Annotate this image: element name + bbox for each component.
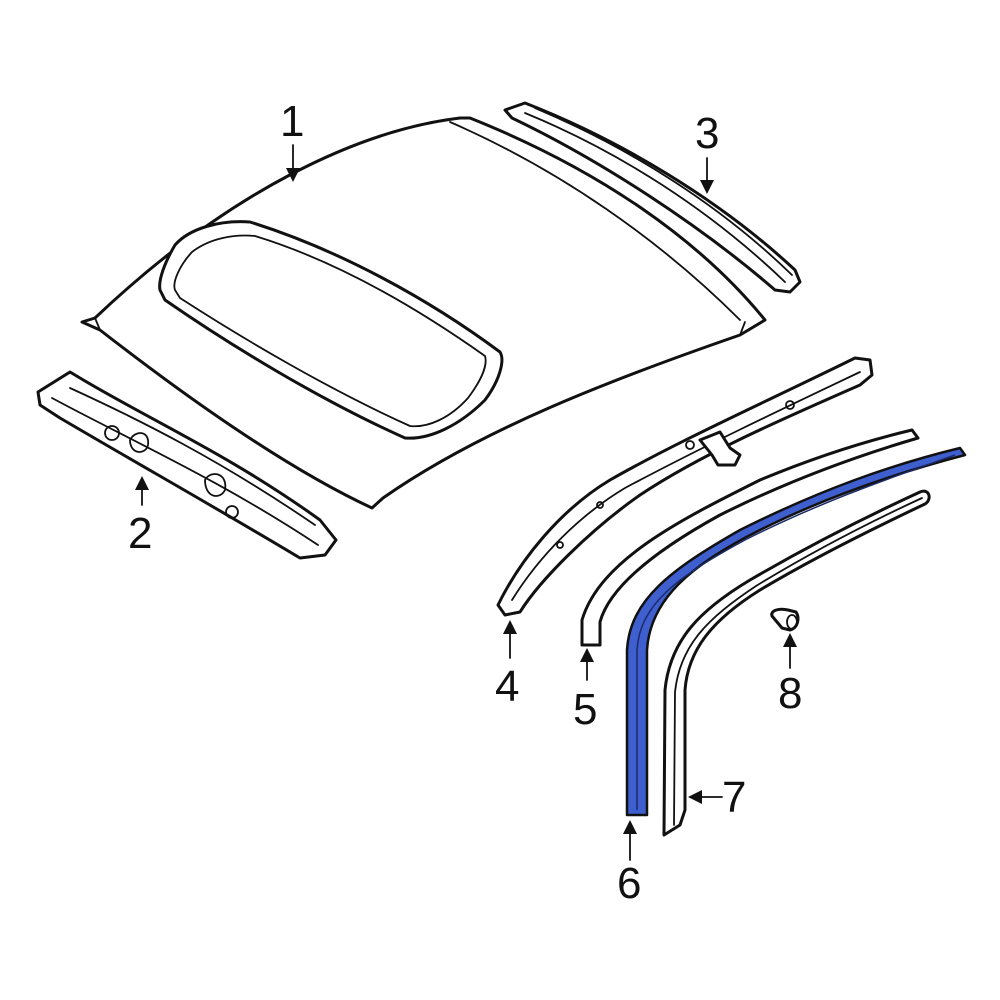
callout-5: 5 — [573, 685, 598, 734]
callout-3: 3 — [695, 109, 720, 158]
roof-side-rail[interactable] — [496, 356, 874, 617]
side-rail-outer-trim[interactable] — [580, 428, 920, 647]
inner-weatherstrip[interactable] — [662, 489, 931, 837]
callout-2: 2 — [128, 509, 153, 558]
callout-4: 4 — [495, 662, 520, 711]
callout-6: 6 — [617, 859, 642, 908]
roof-panel[interactable] — [80, 116, 767, 510]
clip[interactable] — [770, 607, 800, 632]
callout-1: 1 — [280, 97, 305, 146]
door-opening-weatherstrip[interactable] — [625, 446, 967, 817]
front-header-rail[interactable] — [36, 370, 338, 560]
callout-7: 7 — [722, 773, 747, 822]
callout-8: 8 — [778, 669, 803, 718]
leader-arrows — [135, 144, 797, 861]
rear-header-rail[interactable] — [503, 101, 802, 294]
